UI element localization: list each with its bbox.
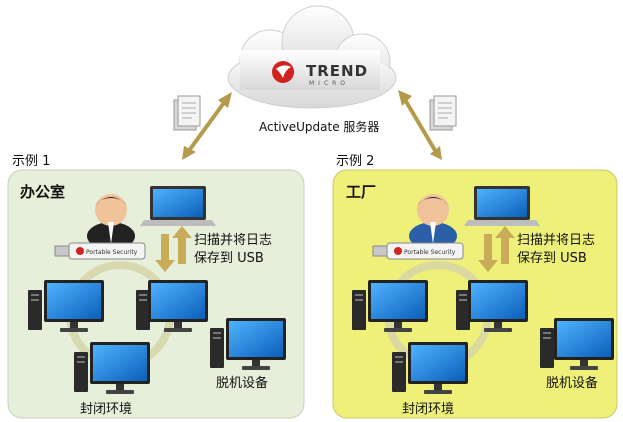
document-icon <box>429 95 457 131</box>
closed-environment-label: 封闭环境 <box>402 402 455 417</box>
logo-subtext: MICRO <box>309 80 350 87</box>
laptop-icon <box>464 186 540 226</box>
scan-note-line1: 扫描并将日志 <box>194 233 273 248</box>
scan-note: 扫描并将日志 保存到 USB <box>194 232 272 268</box>
logo-wordmark: TREND <box>306 62 369 80</box>
transfer-arrows-icon <box>155 226 192 272</box>
document-icon <box>173 95 201 131</box>
tower-icon <box>456 290 470 330</box>
standalone-device-label: 脱机设备 <box>216 376 269 391</box>
example-2-tag: 示例 2 <box>336 154 375 169</box>
tower-icon <box>352 290 366 330</box>
tower-icon <box>28 290 42 330</box>
office-title: 办公室 <box>20 183 66 201</box>
sync-arrow-left <box>182 92 232 160</box>
transfer-arrows-icon <box>478 226 515 272</box>
scan-note: 扫描并将日志 保存到 USB <box>517 232 595 268</box>
tower-icon <box>540 328 554 368</box>
trend-micro-logo-icon <box>272 61 294 83</box>
usb-label: Portable Security <box>404 249 456 256</box>
scan-note-line2: 保存到 USB <box>517 251 587 266</box>
scan-note-line2: 保存到 USB <box>194 251 264 266</box>
tower-icon <box>210 328 224 368</box>
factory-title: 工厂 <box>346 183 377 201</box>
laptop-icon <box>140 186 216 226</box>
tower-icon <box>136 290 150 330</box>
usb-label: Portable Security <box>86 249 138 256</box>
cloud-icon <box>227 5 397 109</box>
closed-environment-label: 封闭环境 <box>80 402 133 417</box>
usb-drive-icon <box>372 242 464 260</box>
usb-drive-icon <box>54 242 146 260</box>
tower-icon <box>392 352 406 392</box>
sync-arrow-right <box>398 90 442 160</box>
standalone-device-label: 脱机设备 <box>546 376 599 391</box>
example-1-tag: 示例 1 <box>12 154 51 169</box>
scan-note-line1: 扫描并将日志 <box>517 233 596 248</box>
server-label: ActiveUpdate 服务器 <box>259 120 380 134</box>
tower-icon <box>74 352 88 392</box>
